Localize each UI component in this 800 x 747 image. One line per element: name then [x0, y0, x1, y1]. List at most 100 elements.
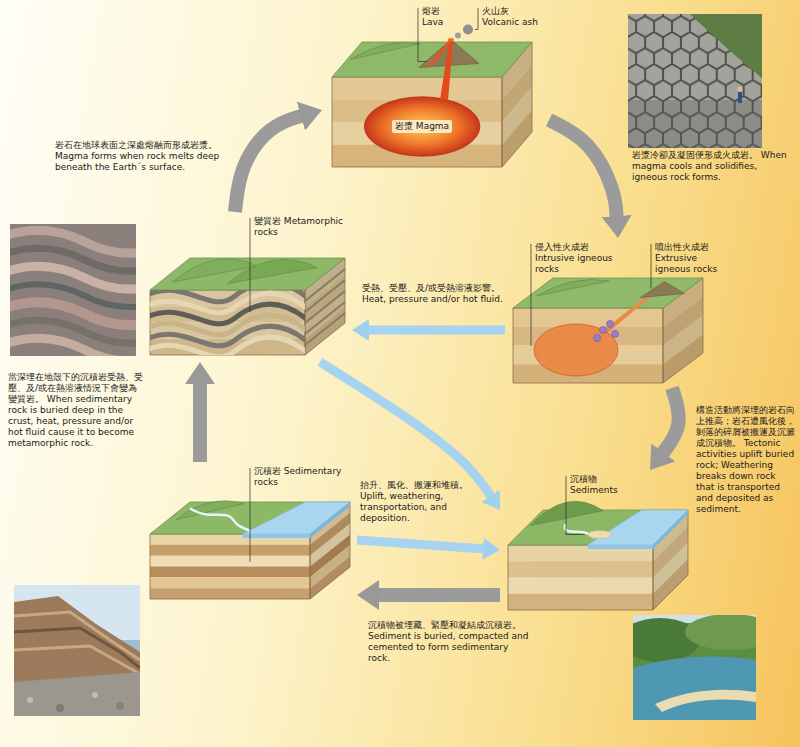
leader-line: [531, 244, 532, 346]
cycle-arrow: [235, 116, 303, 212]
block-illustration: [142, 212, 352, 362]
cycle-arrow: [549, 120, 617, 218]
hill: [685, 615, 756, 650]
rock-label: 沉積岩 Sedimentary rocks: [254, 466, 346, 488]
sky: [14, 585, 140, 716]
fold-band-side: [305, 313, 345, 345]
block-illustration: [322, 2, 549, 174]
rock-layer: [332, 77, 502, 100]
rock-layer: [150, 556, 310, 567]
person-figure: [738, 92, 742, 103]
fold-band: [145, 337, 310, 357]
cycle-arrow: [377, 588, 500, 602]
crystal: [607, 321, 614, 328]
leader-line: [475, 8, 478, 30]
rock-layer: [150, 588, 310, 599]
sea: [633, 656, 756, 720]
beach: [655, 690, 756, 712]
rock-layer-side: [653, 559, 688, 610]
magma-chamber: [364, 97, 480, 156]
rock-layer: [150, 534, 310, 545]
sea-water: [243, 534, 310, 538]
volcano-cone: [641, 282, 685, 298]
rock-label: 噴出性火成岩 Extrusive igneous rocks: [655, 242, 727, 274]
leader-line: [250, 468, 251, 562]
basalt-columns-photo: [628, 14, 762, 148]
pebble: [27, 697, 33, 703]
crater: [448, 38, 454, 41]
sea-water-side: [310, 502, 350, 538]
metamorphic-rock-photo: [10, 224, 136, 356]
cycle-arrow: [357, 540, 485, 549]
block-top: [513, 278, 703, 308]
ash-puff: [455, 33, 461, 39]
ash-puff: [463, 25, 473, 35]
process-caption: 抬升、風化、搬運和堆積。 Uplift, weathering, transpo…: [360, 480, 470, 524]
rock-layer-side: [502, 110, 532, 168]
rock-layer: [513, 308, 663, 327]
process-caption: 當深埋在地殼下的沉積岩受熱、受壓、及/或在熱溶液情況下會變為變質岩。 When …: [8, 372, 143, 449]
block-front-outline: [332, 77, 502, 167]
pebble: [116, 702, 124, 710]
cycle-arrow: [193, 382, 207, 462]
column-shadow: [628, 100, 762, 148]
pebble: [92, 692, 98, 698]
leader-line: [566, 476, 585, 535]
process-caption: 構造活動將深埋的岩石向上推高；岩石遭風化後，剝落的碎屑被搬運及沉澱成沉積物。 T…: [696, 405, 796, 515]
leader-line: [418, 8, 427, 62]
intrusion-pluton: [534, 324, 618, 376]
hill: [530, 501, 603, 525]
rock-layer-side: [310, 556, 350, 599]
block-front-outline: [508, 545, 653, 610]
person-head: [738, 87, 743, 92]
rock-label: 火山灰 Volcanic ash: [482, 6, 546, 28]
rock-layer: [150, 567, 310, 578]
crystal: [612, 331, 619, 338]
hill: [350, 42, 420, 59]
rock-label: 熔岩 Lava: [422, 6, 458, 28]
rock-layer: [150, 545, 310, 556]
photo-ground: [628, 14, 762, 148]
block-front-outline: [513, 308, 663, 383]
hill: [228, 260, 318, 284]
crystal: [594, 335, 601, 342]
cliff: [14, 596, 140, 682]
hill: [176, 501, 244, 520]
bay-photo: [633, 615, 756, 720]
process-caption: 沉積物被埋藏、緊壓和凝結成沉積岩。 Sediment is buried, co…: [368, 620, 533, 664]
cycle-arrow: [662, 388, 679, 454]
lava-flow: [429, 40, 451, 66]
rock-stage-block: 沉積岩 Sedimentary rocks: [142, 462, 357, 607]
rock-stage-block: 侵入性火成岩 Intrusive igneous rocks 噴出性火成岩 Ext…: [505, 238, 730, 388]
rock-stage-block: 火山灰 Volcanic ash 熔岩 Lava 岩漿 Magma: [322, 2, 549, 174]
hill: [537, 279, 610, 296]
block-front-outline: [150, 534, 310, 599]
rock-label: 岩漿 Magma: [392, 120, 452, 133]
rock-layer: [150, 577, 310, 588]
rock-layer: [508, 578, 653, 594]
process-caption: 岩石在地球表面之深處熔融而形成岩漿。 Magma forms when rock…: [55, 140, 221, 173]
folded-bands: [145, 282, 310, 357]
block-illustration: [142, 462, 357, 607]
rock-label: 變質岩 Metamorphic rocks: [254, 216, 346, 238]
hex-columns: [628, 14, 762, 148]
sediment-fan: [588, 531, 612, 539]
sea-water-side: [653, 510, 688, 549]
crystal: [600, 327, 607, 334]
rock-band: [10, 338, 136, 356]
river: [190, 508, 250, 530]
rock-stage-block: 變質岩 Metamorphic rocks: [142, 212, 352, 362]
leader-line: [250, 218, 251, 312]
rock-layer-side: [305, 307, 345, 355]
rock-label: 侵入性火成岩 Intrusive igneous rocks: [535, 242, 613, 274]
rock-layer: [508, 594, 653, 610]
process-caption: 受熱、受壓、及/或受熱溶液影響。 Heat, pressure and/or h…: [362, 283, 508, 305]
rock-label: 沉積物 Sediments: [570, 474, 640, 496]
leader-line: [651, 244, 652, 289]
rock-layer: [508, 561, 653, 577]
rock-layer: [508, 545, 653, 561]
cycle-arrow: [320, 362, 492, 498]
cycle-arrow: [367, 326, 505, 335]
vegetation: [690, 14, 762, 78]
